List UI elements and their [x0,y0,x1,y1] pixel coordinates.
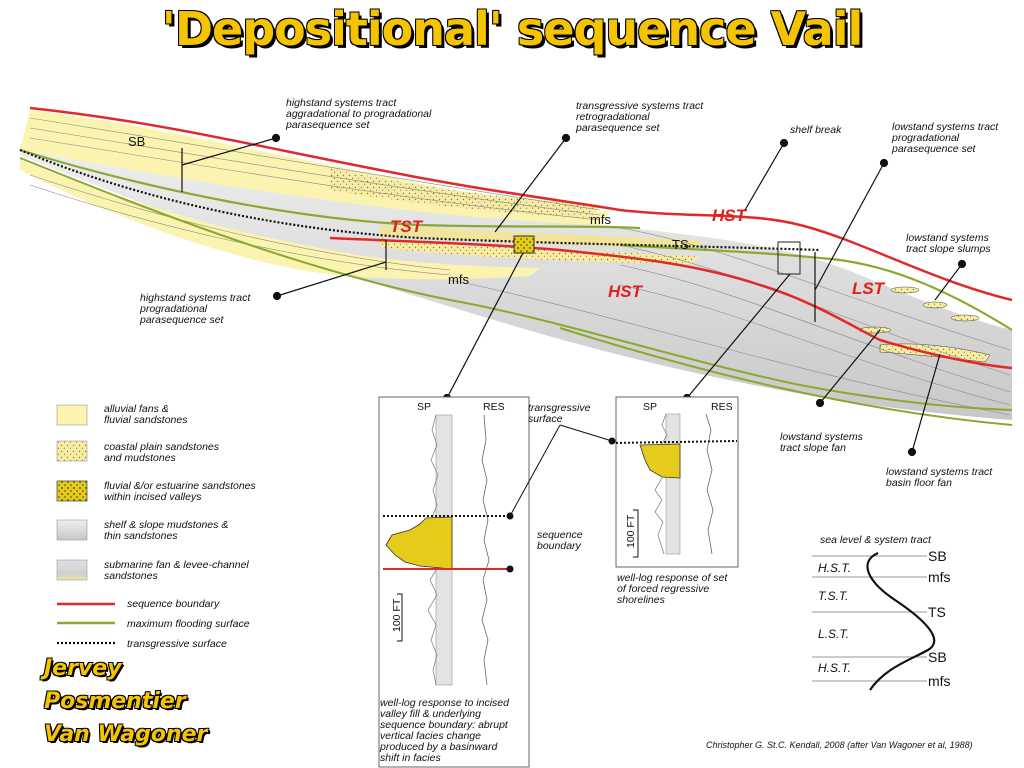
label-ts: TS [672,237,689,252]
well-log-right-sp: SP [643,401,657,413]
legend-label-alluvial: alluvial fans & fluvial sandstones [104,403,188,426]
sea-level-surface-mfs-1: mfs [928,569,951,585]
ts-callout-line-2 [559,424,613,442]
label-sb: SB [128,134,145,149]
legend-label-fan: submarine fan & levee-channel sandstones [104,559,252,582]
ts-callout-line [509,424,561,517]
label-sequence-boundary: sequence boundary [537,529,585,552]
legend-swatch-coastal [56,440,88,462]
base-green-line [559,327,1013,426]
well-log-left-sb-dot [506,565,514,573]
mfs-lower [619,243,1013,331]
label-hst-lower: HST [608,282,644,301]
bedding-lines [29,117,1011,416]
author-list: Jervey Posmentier Van Wagoner [44,652,284,751]
sea-level-surface-sb-2: SB [928,649,947,665]
legend-swatch-fluvial [56,480,88,502]
sea-level-title: sea level & system tract [820,534,932,546]
legend-label-sequence-boundary: sequence boundary [127,598,220,610]
well-log-left-res-trace [481,414,490,686]
callout-texts: highstand systems tract aggradational to… [139,97,1001,489]
well-log-right-sp-trace [654,413,668,555]
slope-slump-1 [890,286,920,294]
well-log-right-sand [639,443,681,479]
well-log-left-caption: well-log response to incised valley fill… [379,697,512,764]
well-log-right-ts-line [611,440,738,444]
well-log-left-sp: SP [417,401,431,413]
well-log-right: SP RES 100 FT well-log response of set o… [611,396,739,606]
sea-level-surface-mfs-2: mfs [928,673,951,689]
sequence-boundary-upper [29,106,1013,302]
credit-line: Christopher G. St.C. Kendall, 2008 (afte… [706,740,973,750]
legend-label-transgressive: transgressive surface [127,638,227,650]
well-log-right-res: RES [711,401,733,413]
sequence-boundary-lower [19,157,1013,411]
legend-label-shelf: shelf & slope mudstones & thin sandstone… [104,519,231,542]
coastal-plain-dots-upper [330,168,600,218]
cross-section: SB mfs mfs TS TST HST HST LST shelf brea… [19,106,1013,426]
callout-lst-top: lowstand systems tract progradational pa… [891,121,1001,155]
legend-label-fluvial: fluvial &/or estuarine sandstones within… [104,480,259,503]
label-mfs-upper: mfs [590,212,611,227]
callout-hst-upper: highstand systems tract aggradational to… [285,97,434,131]
label-hst-upper: HST [712,206,748,225]
forced-regression-box [777,241,801,275]
sea-level-tract-4: H.S.T. [818,661,851,675]
sea-level-surface-sb-1: SB [928,548,947,564]
shelf-slope-mud-body [20,150,1012,420]
label-mfs-lower: mfs [448,272,469,287]
slope-slump-3 [950,314,980,322]
well-log-left-scale-bar [397,593,403,642]
label-tst: TST [390,217,424,236]
callout-slope-fan: lowstand systems tract slope fan [780,431,866,454]
callout-hst-lower: highstand systems tract progradational p… [139,292,253,326]
slope-slump-2 [922,301,948,309]
author-1: Jervey [44,656,122,681]
well-log-left-sand [385,516,453,570]
legend-swatch-fan [56,559,88,581]
sea-level-surface-ts: TS [928,604,946,620]
sequence-boundary-middle [329,236,1013,370]
well-log-right-sp-column [665,413,681,555]
legend-swatch-shelf [56,519,88,541]
sea-level-tract-1: H.S.T. [818,561,851,575]
label-shelf-break: shelf break [790,124,842,136]
label-transgressive-surface: transgressive surface [528,402,593,425]
sea-level-panel: sea level & system tract H.S.T. T.S.T. L… [812,534,951,691]
author-2: Posmentier [44,689,186,714]
sea-level-tract-3: L.S.T. [818,627,849,641]
legend-swatch-alluvial [56,404,88,426]
label-lst: LST [852,279,886,298]
tst-band [380,225,700,250]
well-log-left-res: RES [483,401,505,413]
legend-label-max-flooding: maximum flooding surface [127,618,250,630]
sea-level-tract-2: T.S.T. [818,589,848,603]
legend-label-coastal: coastal plain sandstones and mudstones [104,441,222,464]
author-3: Van Wagoner [44,722,208,747]
sea-level-curve [866,551,936,691]
mfs-upper [19,148,641,230]
well-log-right-scale: 100 FT [625,514,637,548]
well-log-right-scale-bar [633,509,639,558]
incised-valley-fill [513,235,535,254]
legend: alluvial fans & fluvial sandstones coast… [56,403,259,650]
callout-tst: transgressive systems tract retrogradati… [575,100,706,134]
callout-slope-slumps: lowstand systems tract slope slumps [906,232,992,255]
well-log-left-scale: 100 FT [391,598,403,632]
well-log-right-caption: well-log response of set of forced regre… [617,572,730,606]
callout-basin-floor-fan: lowstand systems tract basin floor fan [886,466,995,489]
well-log-left: SP RES 100 FT well-log response to incis… [378,396,616,768]
slide-title: 'Depositional' sequence Vail [161,2,864,56]
ts-callout-dot [608,437,616,445]
well-log-right-res-trace [705,413,714,555]
well-log-left-frame [378,396,530,768]
